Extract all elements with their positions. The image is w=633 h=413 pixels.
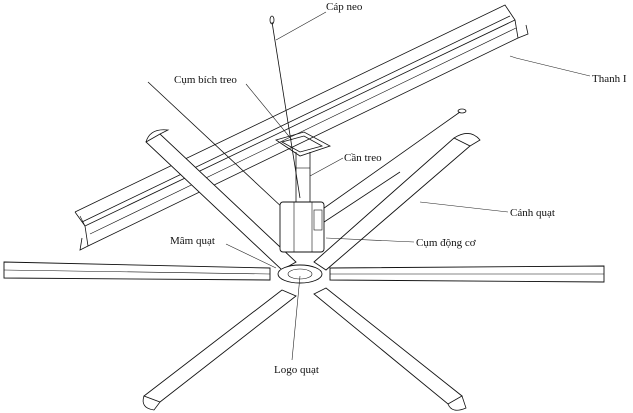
motor (279, 201, 325, 253)
label-can-treo: Cần treo (344, 152, 382, 164)
label-canh-quat: Cánh quạt (510, 207, 555, 219)
leader-lines (225, 11, 591, 361)
fan-blades (3, 129, 605, 411)
label-cap-neo: Cáp neo (326, 1, 363, 13)
down-rod (295, 152, 311, 202)
label-mam-quat: Mâm quạt (170, 235, 215, 247)
label-logo-quat: Logo quạt (274, 364, 319, 376)
fan-hub (277, 264, 323, 284)
label-thanh-i: Thanh I (592, 73, 627, 85)
label-cum-dong-co: Cụm động cơ (416, 237, 476, 249)
anchor-cables (147, 15, 467, 229)
hanging-flange (275, 131, 332, 157)
i-beam (74, 4, 529, 251)
label-cum-bich-treo: Cụm bích treo (174, 74, 237, 86)
